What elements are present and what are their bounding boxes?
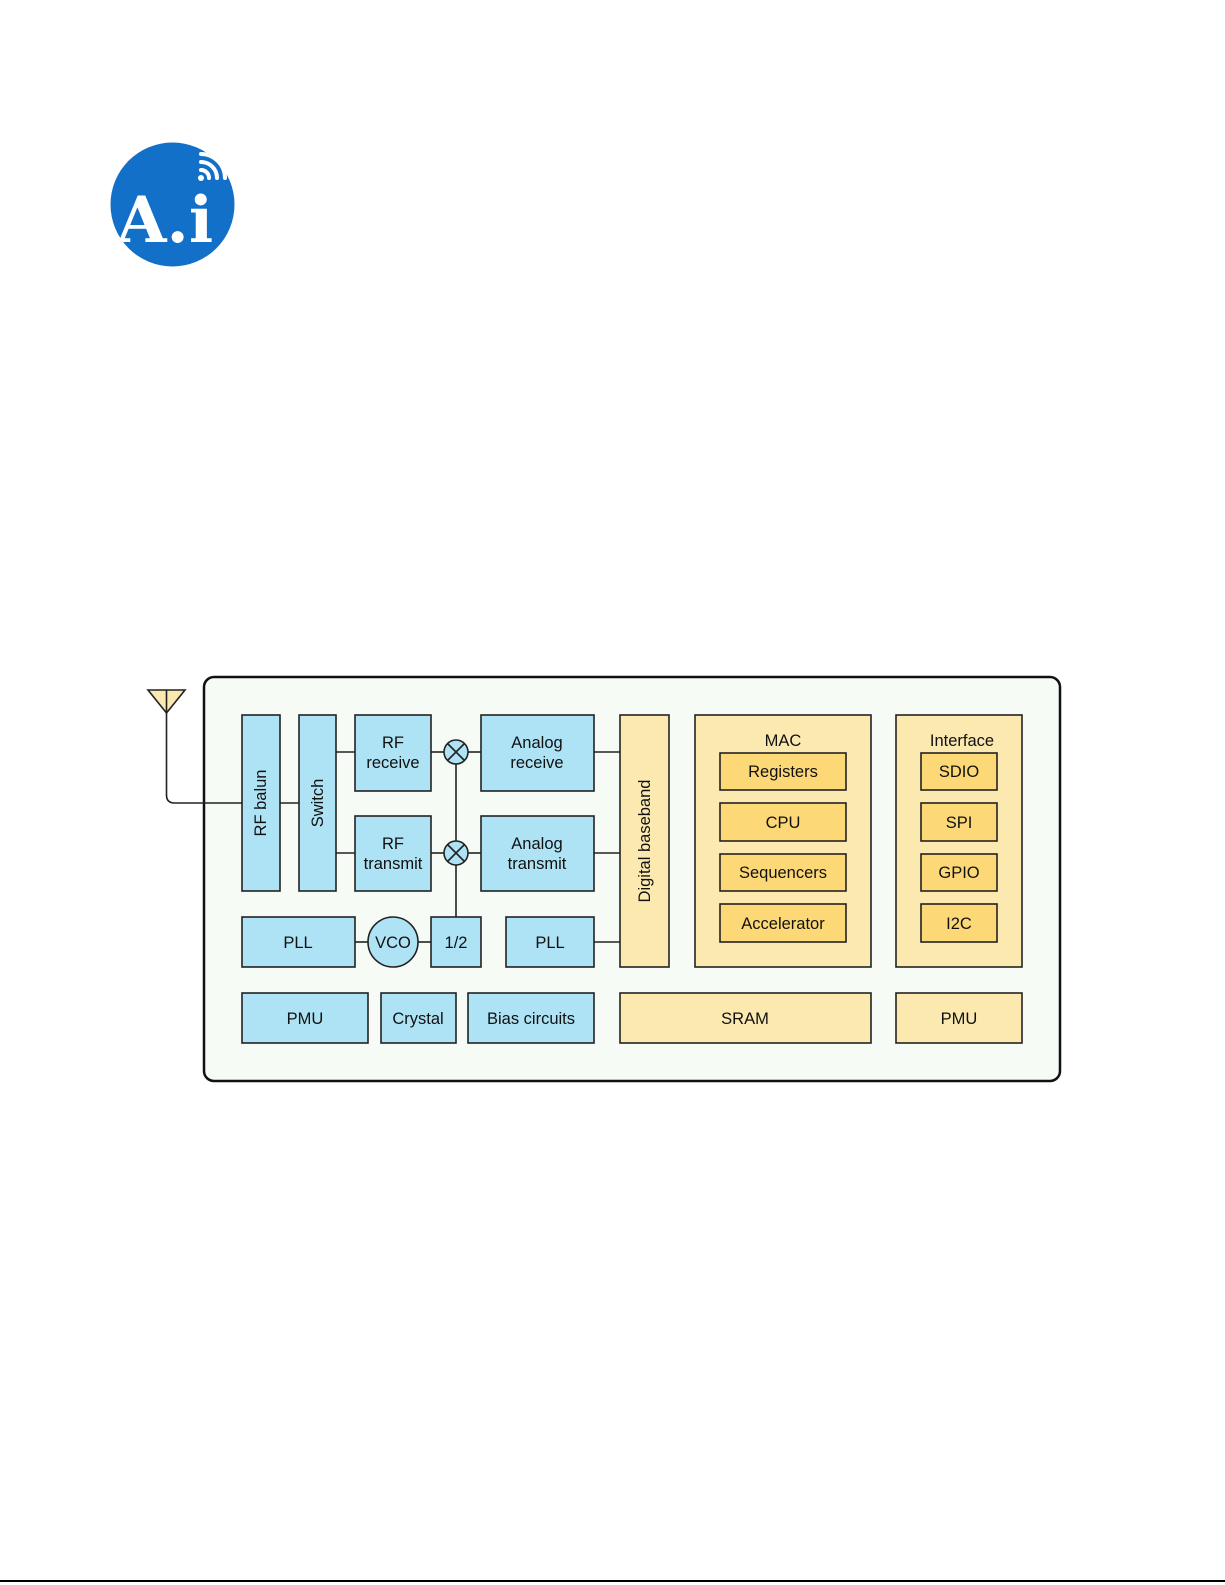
divider-label: 1/2 xyxy=(445,934,468,952)
mixer-icon xyxy=(444,740,468,764)
crystal-label: Crystal xyxy=(392,1010,443,1028)
sram-block: SRAM xyxy=(620,993,871,1043)
crystal-block: Crystal xyxy=(381,993,456,1043)
vco-block: VCO xyxy=(368,917,418,967)
interface-panel: Interface SDIO SPI GPIO I2C xyxy=(896,715,1022,967)
bias-circuits-block: Bias circuits xyxy=(468,993,594,1043)
switch-block: Switch xyxy=(299,715,336,891)
analog-transmit-label-2: transmit xyxy=(508,855,567,873)
interface-item-sdio: SDIO xyxy=(939,763,980,781)
pmu-left-label: PMU xyxy=(287,1010,324,1028)
pll-left-label: PLL xyxy=(283,934,312,952)
sram-label: SRAM xyxy=(721,1010,769,1028)
analog-receive-block: Analog receive xyxy=(481,715,594,791)
rf-receive-block: RF receive xyxy=(355,715,431,791)
rf-receive-label-1: RF xyxy=(382,734,404,752)
bias-circuits-label: Bias circuits xyxy=(487,1010,575,1028)
pmu-right-block: PMU xyxy=(896,993,1022,1043)
rf-receive-label-2: receive xyxy=(366,754,419,772)
analog-receive-label-1: Analog xyxy=(511,734,562,752)
pmu-right-label: PMU xyxy=(941,1010,978,1028)
pmu-left-block: PMU xyxy=(242,993,368,1043)
pll-right-label: PLL xyxy=(535,934,564,952)
digital-baseband-label: Digital baseband xyxy=(636,780,654,903)
mixer-icon xyxy=(444,841,468,865)
mac-title: MAC xyxy=(765,732,802,750)
vco-label: VCO xyxy=(375,934,411,952)
mac-panel: MAC Registers CPU Sequencers Accelerator xyxy=(695,715,871,967)
mac-item-cpu: CPU xyxy=(766,814,801,832)
interface-item-i2c: I2C xyxy=(946,915,972,933)
rf-balun-block: RF balun xyxy=(242,715,280,891)
analog-transmit-label-1: Analog xyxy=(511,835,562,853)
mac-item-sequencers: Sequencers xyxy=(739,864,827,882)
rf-balun-label: RF balun xyxy=(252,770,270,837)
switch-label: Switch xyxy=(309,779,327,828)
pll-left-block: PLL xyxy=(242,917,355,967)
pll-right-block: PLL xyxy=(506,917,594,967)
mac-item-registers: Registers xyxy=(748,763,818,781)
mac-item-accelerator: Accelerator xyxy=(741,915,825,933)
analog-transmit-block: Analog transmit xyxy=(481,816,594,891)
divider-block: 1/2 xyxy=(431,917,481,967)
digital-baseband-block: Digital baseband xyxy=(620,715,669,967)
analog-receive-label-2: receive xyxy=(510,754,563,772)
page-bottom-rule xyxy=(0,1580,1225,1582)
rf-transmit-label-1: RF xyxy=(382,835,404,853)
rf-transmit-block: RF transmit xyxy=(355,816,431,891)
interface-item-gpio: GPIO xyxy=(938,864,979,882)
interface-title: Interface xyxy=(930,732,994,750)
interface-item-spi: SPI xyxy=(946,814,973,832)
rf-transmit-label-2: transmit xyxy=(364,855,423,873)
